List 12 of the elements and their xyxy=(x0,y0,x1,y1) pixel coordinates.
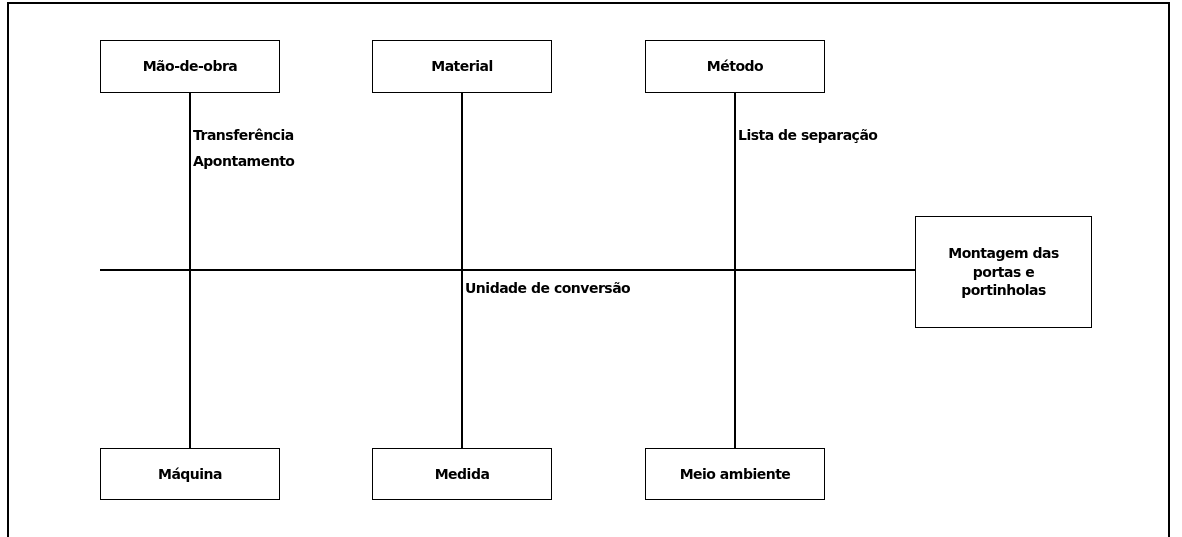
category-box: Medida xyxy=(372,448,552,500)
category-box: Material xyxy=(372,40,552,93)
cause-label: Lista de separação xyxy=(738,126,878,145)
bone-line xyxy=(461,92,463,449)
category-box: Máquina xyxy=(100,448,280,500)
bone-line xyxy=(189,92,191,449)
category-box: Mão-de-obra xyxy=(100,40,280,93)
category-box: Método xyxy=(645,40,825,93)
bone-line xyxy=(734,92,736,449)
category-box: Meio ambiente xyxy=(645,448,825,500)
effect-box: Montagem das portas e portinholas xyxy=(915,216,1092,328)
spine-line xyxy=(99,269,916,271)
